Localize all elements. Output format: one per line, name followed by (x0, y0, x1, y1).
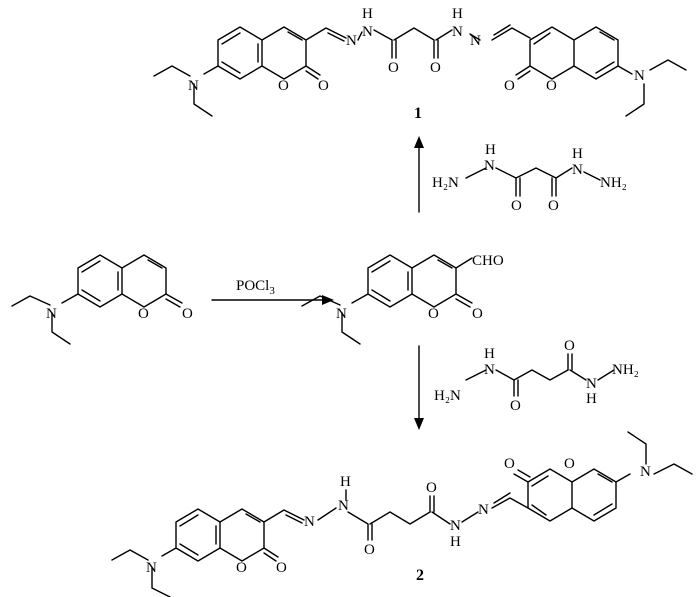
malonic-h-right: H (572, 146, 583, 162)
compound-1-label: 1 (414, 105, 422, 122)
c1-o-carbonyl-right: O (504, 78, 515, 94)
n-atom-sm: N (46, 306, 57, 322)
succinic-n-left: N (484, 362, 495, 378)
c1-o-amide-left: O (388, 60, 399, 76)
c1-o-amide-right: O (430, 60, 441, 76)
c2-n3: N (450, 518, 461, 534)
compound-1-structure (153, 24, 687, 117)
compound-2-label: 2 (416, 567, 424, 584)
c2-n-left: N (146, 560, 157, 576)
malonic-h2n: H₂N (432, 175, 459, 191)
n-atom-ald: N (336, 306, 347, 322)
c1-n-left: N (188, 78, 199, 94)
c2-o-amide-left: O (364, 542, 375, 558)
succinic-h-left: H (484, 346, 495, 362)
succinic-h-right: H (586, 391, 597, 407)
o-ring-sm: O (138, 306, 149, 322)
reagent-malonic-dihydrazide (465, 167, 601, 197)
malonic-n-right: N (572, 162, 583, 178)
c2-o-ring-left: O (236, 560, 247, 576)
succinic-o-left: O (510, 398, 521, 414)
malonic-nh2-right: NH₂ (600, 175, 627, 191)
succinic-h2n: H₂N (434, 388, 461, 404)
o-ring-ald: O (428, 306, 439, 322)
c1-n3: N (452, 24, 463, 40)
compound-2-structure (111, 431, 693, 597)
o-carbonyl-sm: O (182, 306, 193, 322)
c1-h2: H (362, 6, 373, 22)
malonic-o-left: O (511, 198, 522, 214)
c1-n-right: N (634, 68, 645, 84)
c1-n4: N (470, 33, 481, 49)
c1-n2: N (362, 24, 373, 40)
c2-n1: N (304, 514, 315, 530)
c2-o-carbonyl-left: O (276, 560, 287, 576)
succinic-o-right: O (564, 338, 575, 354)
malonic-o-right: O (548, 198, 559, 214)
c2-n-right: N (640, 464, 651, 480)
starting-coumarin (11, 254, 183, 345)
c1-o-ring-right: O (546, 78, 557, 94)
c2-o-amide-right: O (426, 480, 437, 496)
malonic-n-left: N (484, 158, 495, 174)
c1-o-ring-left: O (278, 78, 289, 94)
reagent-succinic-dihydrazide (465, 353, 615, 397)
c1-h3: H (452, 6, 463, 22)
arrow-down-to-2 (414, 345, 424, 430)
malonic-h-left: H (485, 142, 496, 158)
c1-o-carbonyl-left: O (318, 78, 329, 94)
succinic-nh2-right: NH₂ (612, 362, 639, 378)
c2-o-ring-right: O (564, 456, 575, 472)
o-carbonyl-ald: O (472, 306, 483, 322)
arrow-up-to-1 (414, 136, 424, 213)
c2-h3: H (450, 534, 461, 550)
c2-n4: N (478, 502, 489, 518)
c2-o-carbonyl-right: O (504, 456, 515, 472)
reagent-pocl3: POCl3 (236, 278, 275, 297)
c1-n1: N (346, 33, 357, 49)
succinic-n-right: N (586, 376, 597, 392)
c2-n2: N (338, 498, 349, 514)
aldehyde-coumarin (301, 254, 473, 345)
cho-group: CHO (472, 253, 504, 269)
c2-h2: H (340, 474, 351, 490)
